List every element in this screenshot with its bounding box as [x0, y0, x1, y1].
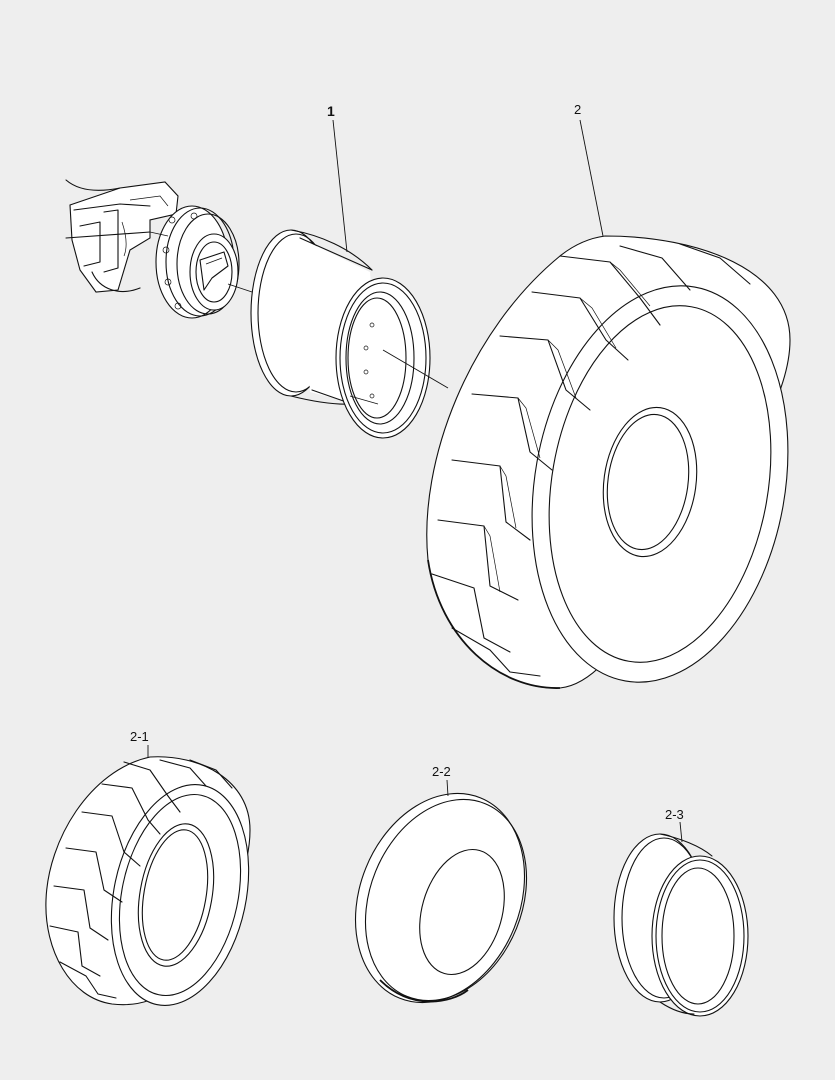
tire-part-2-1[interactable] [45, 756, 268, 1019]
rim-part-1[interactable] [250, 229, 449, 439]
callout-part-2-2: 2-2 [432, 764, 451, 779]
leader-lines [147, 119, 683, 843]
ring-part-2-3[interactable] [613, 833, 749, 1017]
tube-part-2-2[interactable] [325, 768, 555, 1028]
callout-part-2-3: 2-3 [665, 807, 684, 822]
leader-part-1 [332, 119, 348, 253]
callout-part-2-1: 2-1 [130, 729, 149, 744]
leader-part-2 [579, 119, 604, 237]
callout-part-2: 2 [574, 102, 581, 117]
axle-hub-assembly [65, 179, 253, 319]
tire-part-2[interactable] [426, 235, 818, 703]
callout-part-1: 1 [327, 103, 335, 119]
leader-part-2-3 [679, 821, 683, 843]
leader-part-2-2 [446, 779, 449, 797]
